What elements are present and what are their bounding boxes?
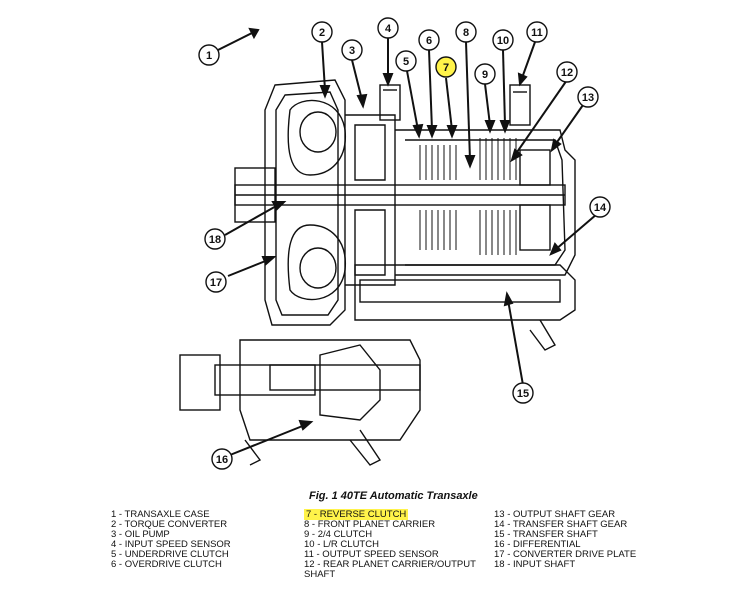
legend-item: 14 - TRANSFER SHAFT GEAR (494, 519, 628, 530)
legend-item: 16 - DIFFERENTIAL (494, 539, 581, 550)
callout-6 (418, 29, 440, 51)
legend-column-3: 13 - OUTPUT SHAFT GEAR 14 - TRANSFER SHA… (494, 510, 636, 570)
legend-column-1: 1 - TRANSAXLE CASE 2 - TORQUE CONVERTER … (111, 510, 231, 570)
callout-1 (198, 44, 220, 66)
callout-2 (311, 21, 333, 43)
callout-label-18: 18 (209, 234, 221, 246)
callout-15 (512, 382, 534, 404)
legend-item: 2 - TORQUE CONVERTER (111, 519, 228, 530)
legend-item: 12 - REAR PLANET CARRIER/OUTPUT SHAFT (304, 559, 476, 580)
callout-9 (474, 63, 496, 85)
callout-3 (341, 39, 363, 61)
legend-item: 8 - FRONT PLANET CARRIER (304, 519, 436, 530)
callout-11 (526, 21, 548, 43)
callout-label-12: 12 (561, 67, 573, 79)
callout-label-16: 16 (216, 454, 228, 466)
legend-item: 3 - OIL PUMP (111, 529, 170, 540)
legend-item: 5 - UNDERDRIVE CLUTCH (111, 549, 229, 560)
callout-label-11: 11 (531, 27, 543, 39)
legend-item: 10 - L/R CLUTCH (304, 539, 379, 550)
legend-item: 9 - 2/4 CLUTCH (304, 529, 373, 540)
callout-14 (589, 196, 611, 218)
legend-item-highlighted: 7 - REVERSE CLUTCH (304, 509, 409, 520)
callout-label-10: 10 (497, 35, 509, 47)
callout-12 (556, 61, 578, 83)
figure-caption: Fig. 1 40TE Automatic Transaxle (309, 490, 478, 502)
callout-18 (204, 228, 226, 250)
legend-item: 4 - INPUT SPEED SENSOR (111, 539, 231, 550)
transaxle-cutaway-diagram: 1 2 3 4 5 6 7 8 9 10 11 12 13 14 15 16 1… (179, 17, 611, 470)
callout-label-8: 8 (463, 27, 469, 39)
callout-5 (395, 50, 417, 72)
callout-label-1: 1 (206, 50, 212, 62)
callout-label-6: 6 (426, 35, 432, 47)
legend-column-2: 7 - REVERSE CLUTCH 8 - FRONT PLANET CARR… (304, 509, 484, 580)
callout-16 (211, 448, 233, 470)
callout-label-13: 13 (582, 92, 594, 104)
callout-label-9: 9 (482, 69, 488, 81)
callout-7 (435, 56, 457, 78)
callout-label-15: 15 (517, 388, 529, 400)
legend-item: 18 - INPUT SHAFT (494, 559, 576, 570)
legend-item: 13 - OUTPUT SHAFT GEAR (494, 509, 616, 520)
callout-label-7: 7 (443, 62, 449, 74)
callout-label-4: 4 (385, 23, 392, 35)
callout-17 (205, 271, 227, 293)
legend-item: 17 - CONVERTER DRIVE PLATE (494, 549, 637, 560)
callout-label-5: 5 (403, 56, 409, 68)
legend-item: 6 - OVERDRIVE CLUTCH (111, 559, 222, 570)
callout-label-14: 14 (594, 202, 607, 214)
callout-10 (492, 29, 514, 51)
legend-item: 15 - TRANSFER SHAFT (494, 529, 598, 540)
callout-label-17: 17 (210, 277, 222, 289)
callout-label-3: 3 (349, 45, 355, 57)
legend-item: 1 - TRANSAXLE CASE (111, 509, 210, 520)
callout-label-2: 2 (319, 27, 325, 39)
callout-8 (455, 21, 477, 43)
callout-4 (377, 17, 399, 39)
callout-13 (577, 86, 599, 108)
legend-item: 11 - OUTPUT SPEED SENSOR (304, 549, 439, 560)
